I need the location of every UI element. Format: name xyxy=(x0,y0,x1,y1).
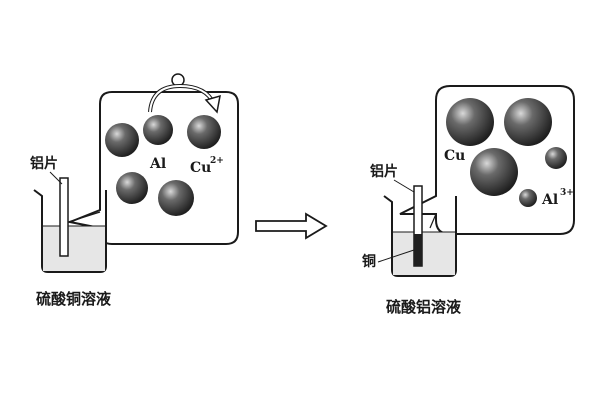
left-ion-label-cu: Cu xyxy=(190,160,211,176)
transfer-arrow-inner xyxy=(149,84,215,113)
ion-ball xyxy=(158,180,194,216)
left-ion-charge-cu: 2+ xyxy=(210,156,224,166)
left-al-strip xyxy=(59,177,69,257)
left-strip-label: 铝片 xyxy=(30,155,58,172)
right-panel: Cu Al 3+ 铝片 铜 硫酸铝溶液 xyxy=(362,85,575,316)
al-atom-ball xyxy=(143,115,173,145)
right-strip-pointer xyxy=(393,179,415,193)
left-solution xyxy=(43,226,105,271)
cu-atom-ball xyxy=(446,98,494,146)
copper-deposit xyxy=(414,234,422,266)
cu-ion-ball xyxy=(187,115,221,149)
right-ion-label-cu: Cu xyxy=(444,148,465,164)
left-beaker xyxy=(33,189,107,273)
cu-atom-ball xyxy=(470,148,518,196)
cu-atom-ball xyxy=(504,98,552,146)
right-deposit-label: 铜 xyxy=(362,253,376,270)
right-deposit-pointer xyxy=(377,249,415,263)
right-solution-label: 硫酸铝溶液 xyxy=(386,298,462,316)
ion-ball xyxy=(105,123,139,157)
transfer-arrow-head xyxy=(204,94,221,114)
left-ion-label-al: Al xyxy=(149,156,166,172)
right-ion-charge-al: 3+ xyxy=(560,188,574,198)
left-strip-pointer xyxy=(49,171,63,185)
reaction-arrow xyxy=(255,212,328,240)
left-panel: Al Cu 2+ 铝片 硫酸铜溶液 xyxy=(30,73,239,308)
right-ion-label-al: Al xyxy=(541,192,558,208)
right-beaker xyxy=(383,195,457,277)
al-ion-ball xyxy=(545,147,567,169)
ion-ball xyxy=(116,172,148,204)
right-strip-label: 铝片 xyxy=(370,163,398,180)
left-solution-label: 硫酸铜溶液 xyxy=(36,290,112,308)
al-ion-ball xyxy=(519,189,537,207)
right-callout-line xyxy=(429,213,437,229)
